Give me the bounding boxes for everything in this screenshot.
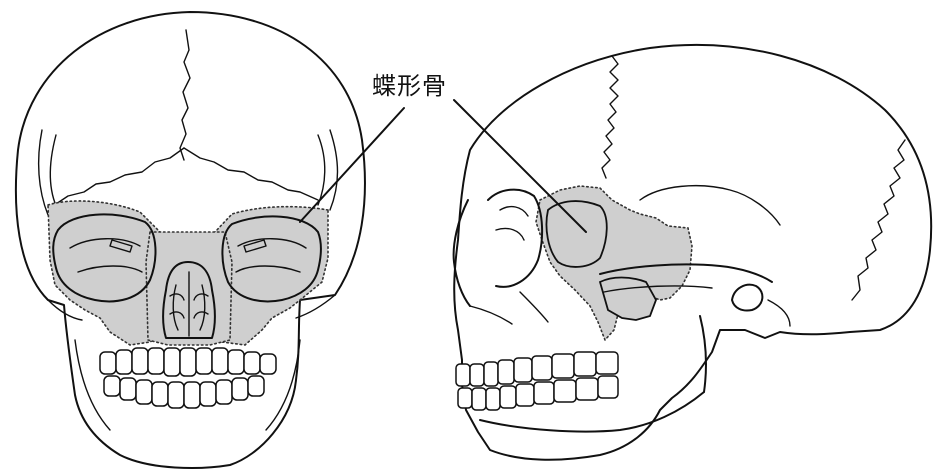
sphenoid-label: 蝶形骨 <box>372 66 447 101</box>
side-skull <box>454 45 932 460</box>
front-upper-teeth <box>100 348 276 376</box>
side-sphenoid-greater-wing <box>546 201 606 267</box>
front-skull <box>16 12 365 468</box>
